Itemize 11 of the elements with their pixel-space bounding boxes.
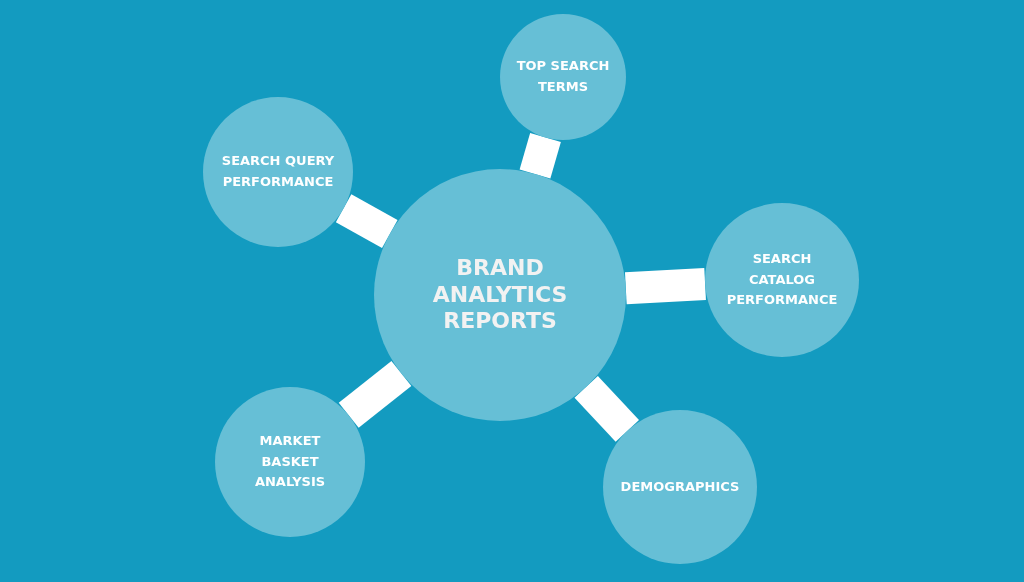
connector-band	[574, 375, 640, 442]
topic-label: TOP SEARCH TERMS	[515, 57, 611, 96]
topic-label: MARKET BASKET ANALYSIS	[253, 431, 327, 492]
connector-band	[624, 268, 706, 305]
connector-band	[519, 133, 561, 179]
topic-label: SEARCH CATALOG PERFORMANCE	[725, 249, 839, 310]
topic-label: SEARCH QUERY PERFORMANCE	[220, 152, 336, 191]
topic-label: BRAND ANALYTICS REPORTS	[431, 255, 569, 335]
topic-label: DEMOGRAPHICS	[620, 477, 740, 496]
connector-band	[335, 194, 398, 248]
connector-band	[338, 360, 412, 428]
